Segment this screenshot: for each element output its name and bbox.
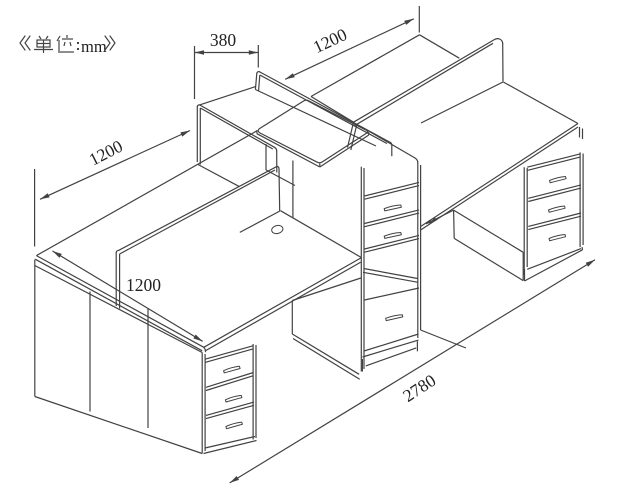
svg-text:380: 380 (210, 30, 237, 50)
svg-text:mm: mm (81, 37, 107, 56)
svg-text:1200: 1200 (126, 275, 161, 295)
